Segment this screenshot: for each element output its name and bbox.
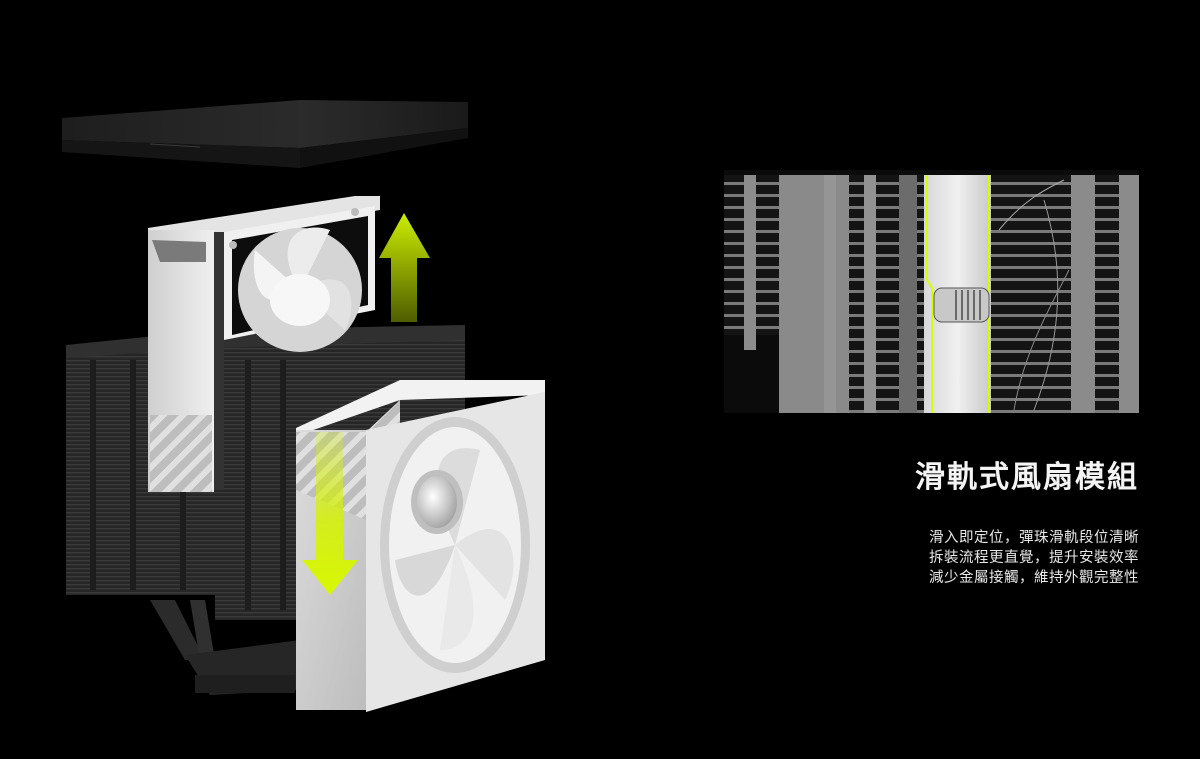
cpu-cooler-illustration <box>62 100 545 712</box>
description-line-3: 減少金屬接觸，維持外觀完整性 <box>929 570 1139 586</box>
description-line-2: 拆裝流程更直覺，提升安裝效率 <box>929 550 1139 566</box>
rear-fan-module <box>148 196 380 492</box>
ball-detent-spring-icon <box>933 287 990 323</box>
slide-rail-closeup-image <box>724 170 1139 413</box>
feature-title: 滑軌式風扇模組 <box>915 460 1139 495</box>
front-fan-module <box>296 380 545 712</box>
slide-down-arrow-icon <box>302 432 358 595</box>
description-line-1: 滑入即定位，彈珠滑軌段位清晰 <box>929 530 1139 546</box>
slide-up-arrow-icon <box>379 213 430 322</box>
top-cover-plate <box>62 100 468 168</box>
feature-description: 滑入即定位，彈珠滑軌段位清晰 拆裝流程更直覺，提升安裝效率 減少金屬接觸，維持外… <box>929 528 1139 588</box>
